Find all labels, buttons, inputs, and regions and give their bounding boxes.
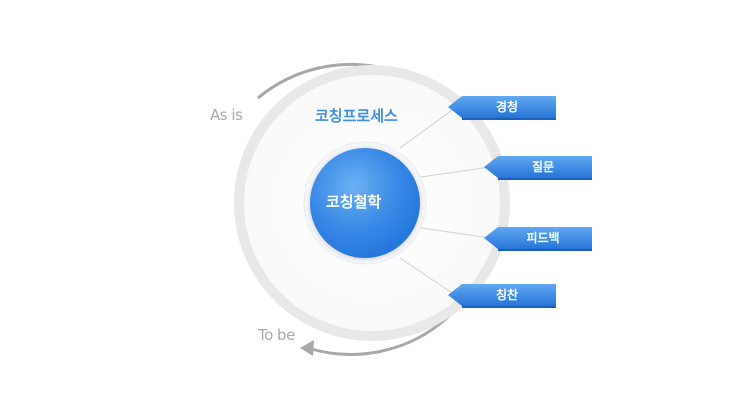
tag-label: 칭찬 <box>495 288 519 302</box>
tag-label: 경청 <box>495 100 519 114</box>
tag-shape <box>484 156 592 180</box>
as-is-label: As is <box>210 106 243 124</box>
tag-shape <box>484 227 592 251</box>
tag-shape <box>448 96 556 120</box>
tag-shape <box>448 284 556 308</box>
connector-line-1 <box>399 107 456 149</box>
arc-arrowhead <box>300 340 314 356</box>
tag-label: 피드백 <box>526 231 560 245</box>
to-be-label: To be <box>258 326 295 344</box>
tag-label: 질문 <box>531 160 555 174</box>
tag-feedback: 피드백 <box>484 227 592 251</box>
center-circle <box>310 148 420 258</box>
process-title: 코칭프로세스 <box>315 107 398 125</box>
center-label: 코칭철학 <box>326 193 382 211</box>
tag-listening: 경청 <box>448 96 556 120</box>
tag-question: 질문 <box>484 156 592 180</box>
connector-line-4 <box>399 257 456 296</box>
tag-praise: 칭찬 <box>448 284 556 308</box>
